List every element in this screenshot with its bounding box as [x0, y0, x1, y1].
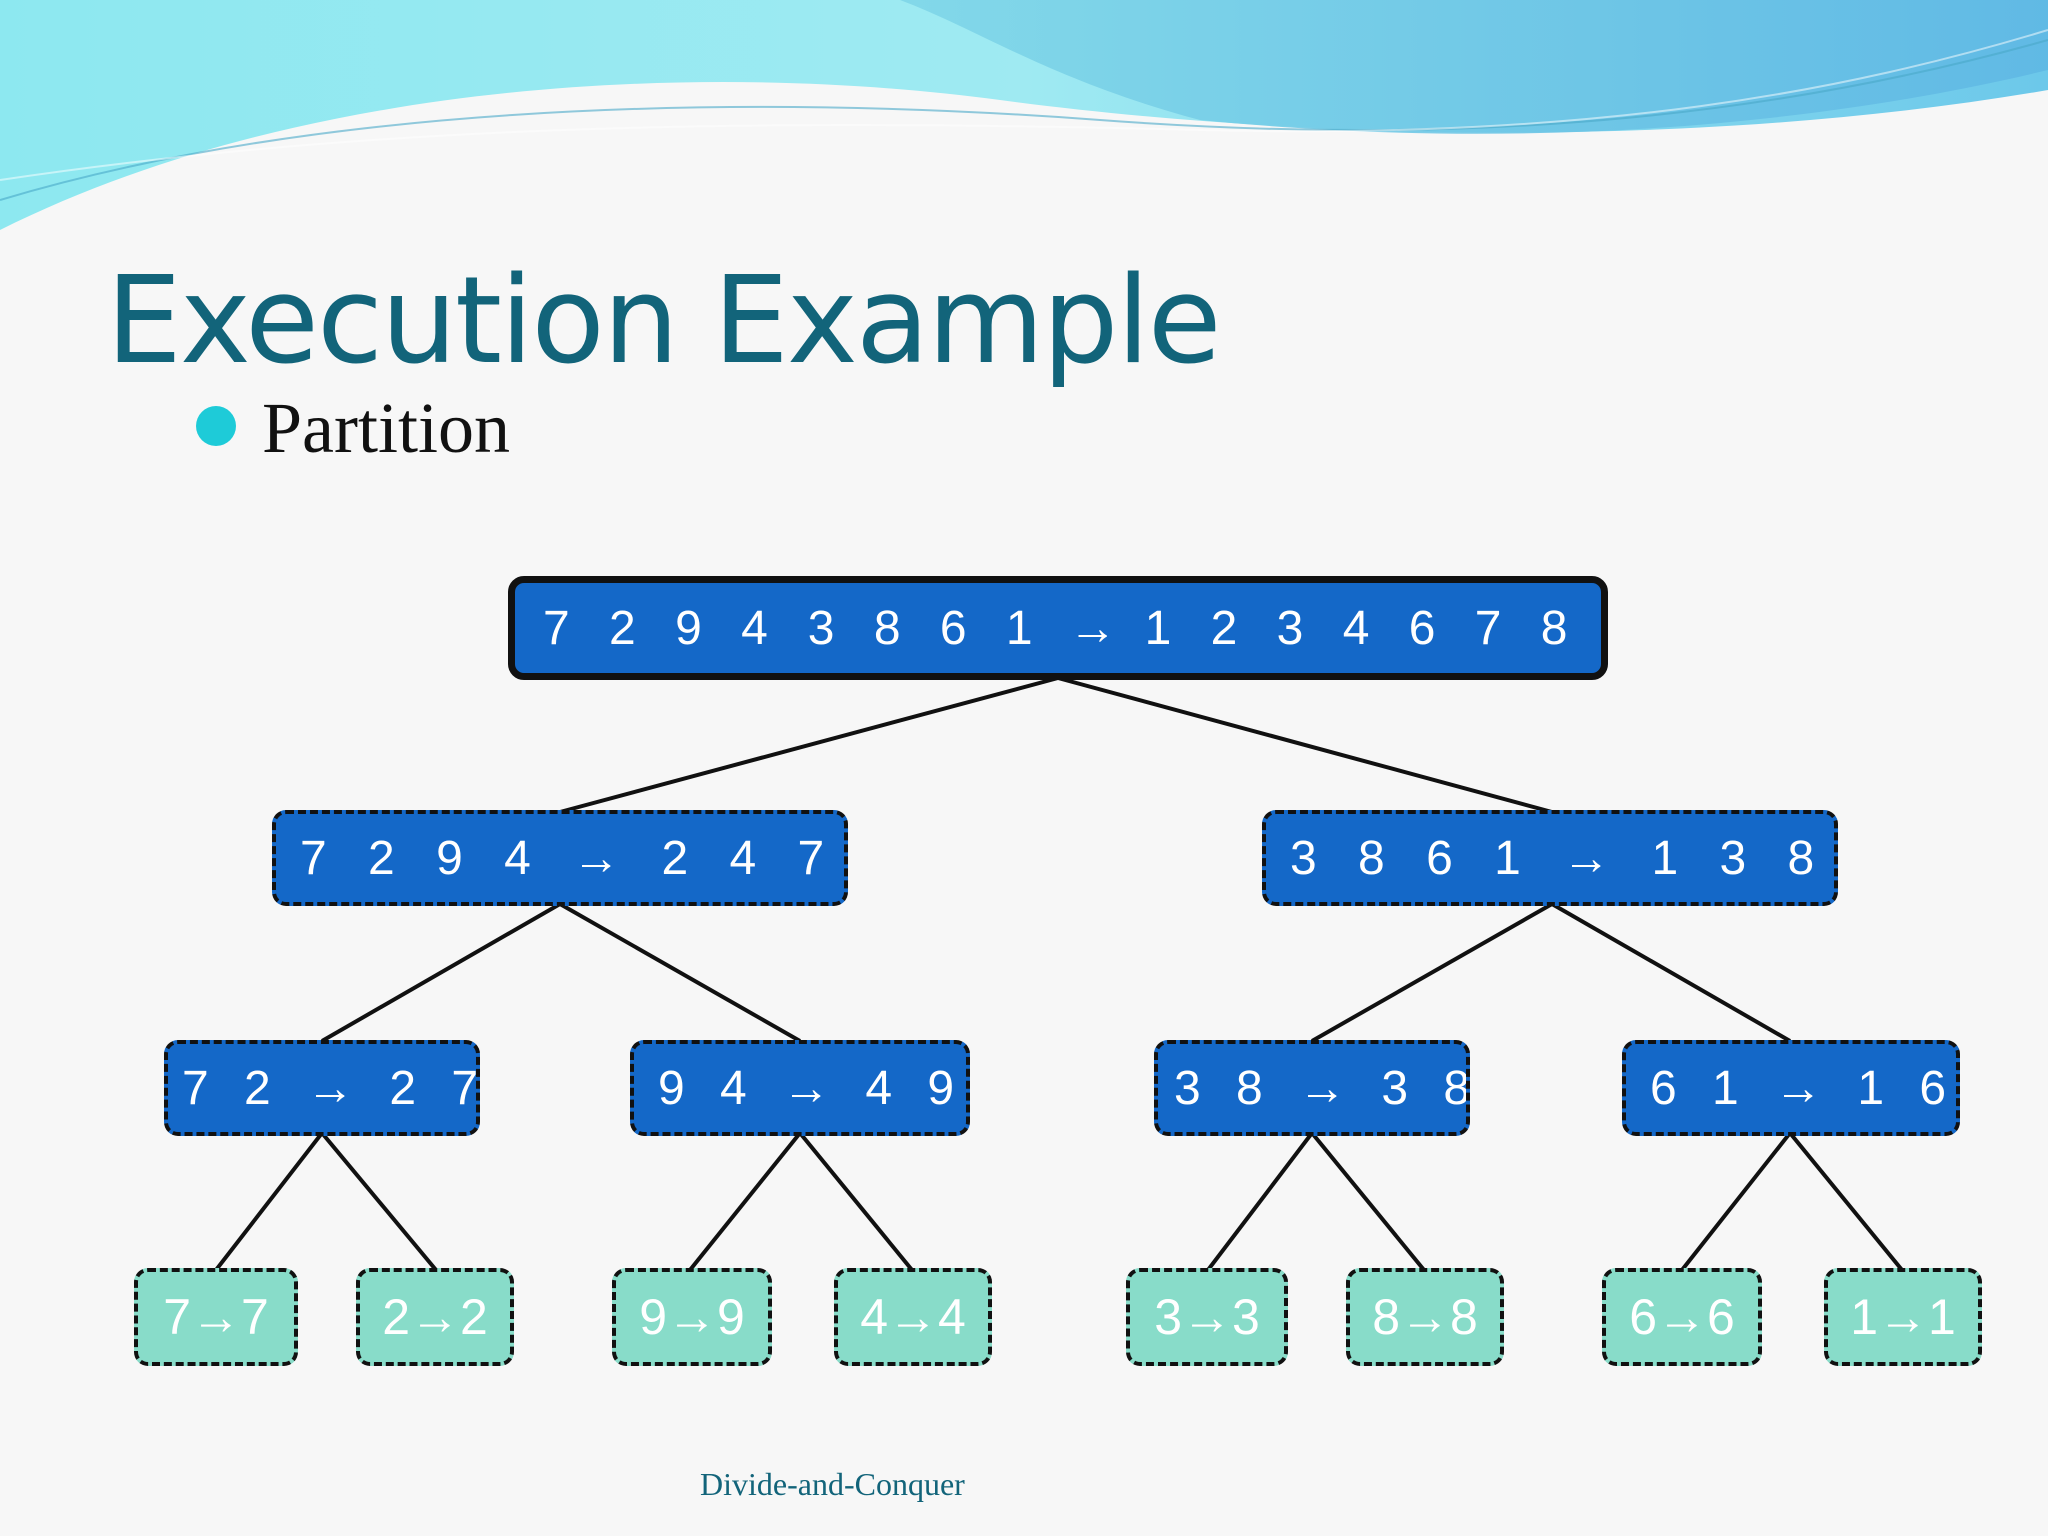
level1-node: 7 2 9 4 → 2 4 7 9: [272, 810, 848, 906]
edge-l2d-leaf8: [1788, 1131, 1904, 1272]
root-left-values: 7 2 9 4: [543, 601, 776, 655]
edge-l1b-l2d: [1551, 902, 1791, 1043]
leaf-node: 3→3: [1126, 1268, 1288, 1366]
edge-l2a-leaf1: [214, 1131, 324, 1272]
leaf-node-text: 2→2: [382, 1289, 488, 1345]
leaf-node: 9→9: [612, 1268, 772, 1366]
edge-l2b-leaf4: [798, 1131, 914, 1272]
edge-l2c-leaf5: [1206, 1131, 1314, 1272]
edge-l2d-leaf7: [1680, 1131, 1792, 1272]
level1-node-text: 7 2 9 4 → 2 4 7 9: [300, 831, 848, 885]
level2-node-text: 7 2 → 2 7: [182, 1061, 480, 1115]
level2-node-text: 3 8 → 3 8: [1174, 1061, 1470, 1115]
leaf-node-text: 3→3: [1154, 1289, 1260, 1345]
edge-l2b-leaf3: [688, 1131, 802, 1272]
edge-l2a-leaf2: [320, 1131, 438, 1272]
leaf-node-text: 7→7: [163, 1289, 269, 1345]
edge-l2c-leaf6: [1310, 1131, 1426, 1272]
edge-root-right: [1057, 676, 1553, 814]
bullet-dot-icon: [196, 406, 236, 446]
header-wave-decoration: [0, 0, 2048, 230]
level1-node-text: 3 8 6 1 → 1 3 8 6: [1290, 831, 1838, 885]
leaf-node: 6→6: [1602, 1268, 1762, 1366]
leaf-node: 4→4: [834, 1268, 992, 1366]
leaf-node-text: 6→6: [1629, 1289, 1735, 1345]
edge-l1a-l2a: [321, 902, 561, 1043]
leaf-node: 7→7: [134, 1268, 298, 1366]
footer-text: Divide-and-Conquer: [700, 1466, 965, 1502]
arrow-icon: →: [1068, 601, 1117, 655]
leaf-node: 1→1: [1824, 1268, 1982, 1366]
level2-node: 9 4 → 4 9: [630, 1040, 970, 1136]
leaf-node-text: 9→9: [639, 1289, 745, 1345]
level2-node: 6 1 → 1 6: [1622, 1040, 1960, 1136]
level2-node-text: 6 1 → 1 6: [1650, 1061, 1953, 1115]
leaf-node: 8→8: [1346, 1268, 1504, 1366]
level2-node: 7 2 → 2 7: [164, 1040, 480, 1136]
root-right-values: 3 8 6 1: [807, 601, 1041, 655]
edge-l1b-l2c: [1311, 902, 1553, 1043]
level1-node: 3 8 6 1 → 1 3 8 6: [1262, 810, 1838, 906]
leaf-node-text: 1→1: [1850, 1289, 1956, 1345]
level2-node-text: 9 4 → 4 9: [658, 1061, 961, 1115]
edge-root-left: [559, 676, 1059, 814]
page-title: Execution Example: [106, 252, 1222, 391]
bullet-partition: Partition: [262, 388, 510, 468]
leaf-node-text: 8→8: [1372, 1289, 1478, 1345]
root-node: 7 2 9 4 3 8 6 1 → 1 2 3 4 6 7 8 9: [508, 576, 1608, 680]
leaf-node: 2→2: [356, 1268, 514, 1366]
level2-node: 3 8 → 3 8: [1154, 1040, 1470, 1136]
root-sorted-values: 1 2 3 4 6 7 8 9: [1144, 601, 1608, 655]
leaf-node-text: 4→4: [860, 1289, 966, 1345]
edge-l1a-l2b: [559, 902, 801, 1043]
